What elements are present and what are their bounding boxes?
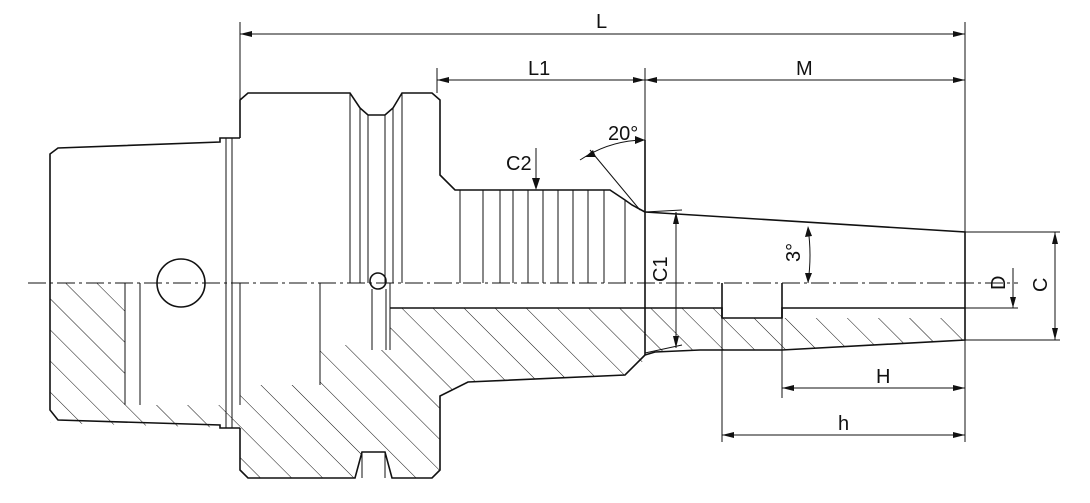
- label-C1: C1: [650, 256, 672, 282]
- label-C2: C2: [506, 153, 532, 175]
- label-C: C: [1030, 278, 1052, 292]
- label-L1: L1: [528, 58, 550, 80]
- label-D: D: [988, 276, 1010, 290]
- label-L: L: [596, 11, 607, 33]
- dimensions: [239, 22, 1060, 442]
- label-angle-3: 3°: [783, 243, 805, 262]
- body-outline: [49, 92, 966, 479]
- label-M: M: [796, 58, 813, 80]
- label-angle-20: 20°: [608, 123, 638, 145]
- section-hatching: [50, 283, 965, 478]
- label-H: H: [876, 366, 890, 388]
- label-h: h: [838, 413, 849, 435]
